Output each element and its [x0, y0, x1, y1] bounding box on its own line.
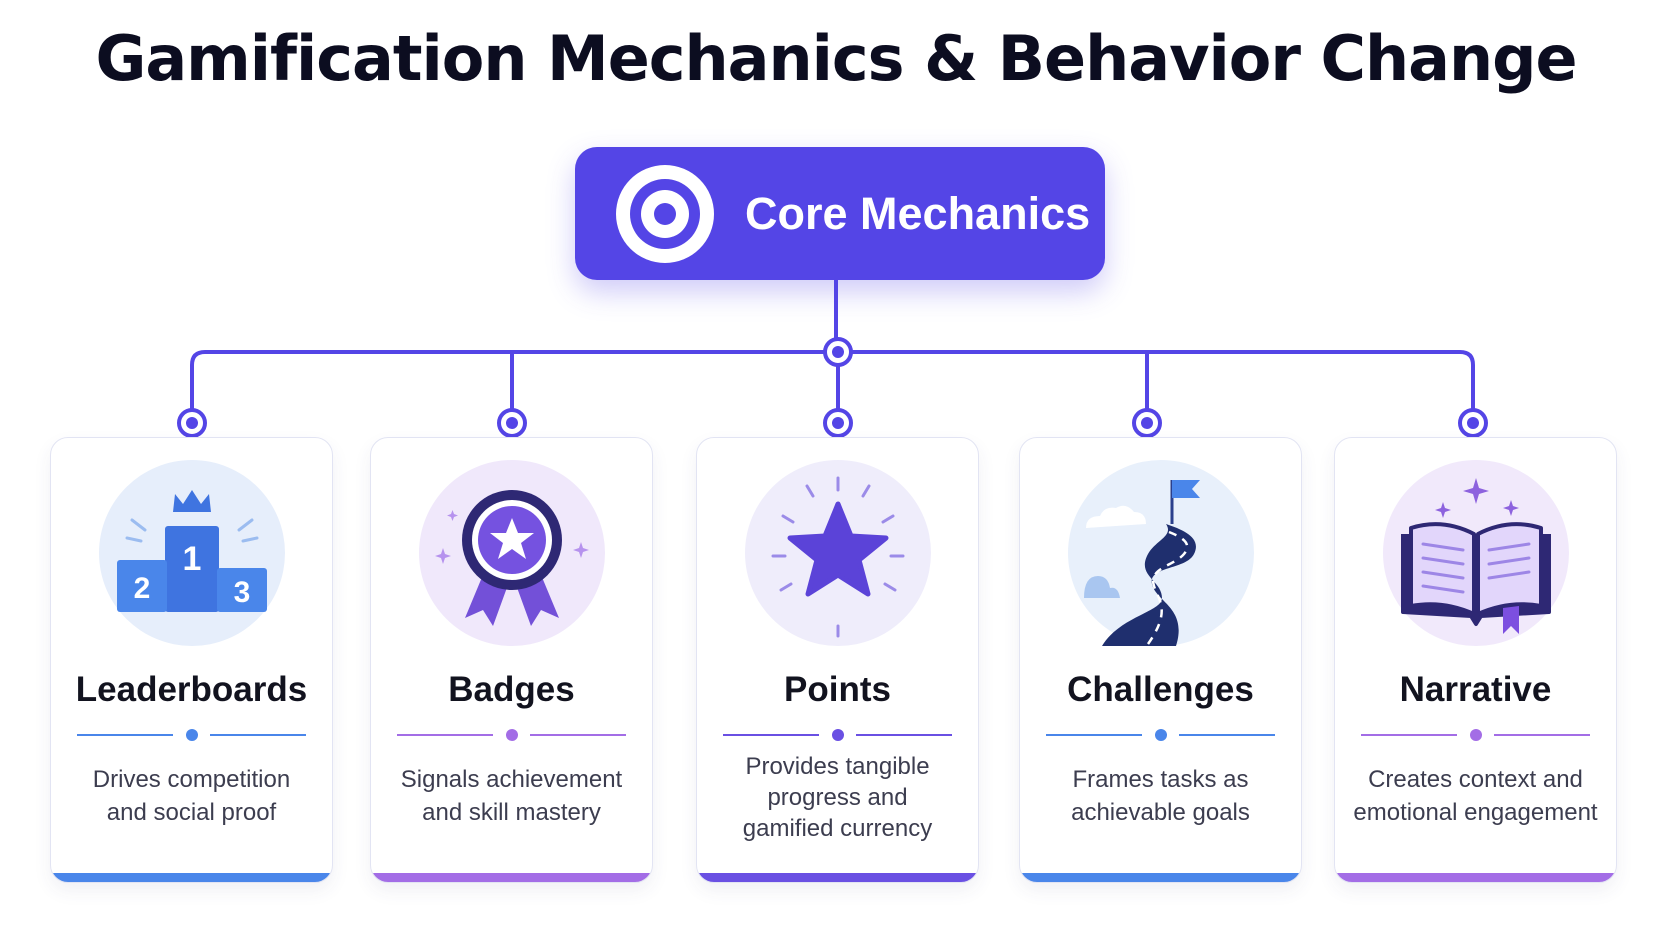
- connector-node-points: [823, 408, 853, 438]
- card-title: Challenges: [1067, 670, 1254, 709]
- card-title: Badges: [448, 670, 575, 709]
- card-challenges: Challenges Frames tasks as achievable go…: [1019, 437, 1302, 883]
- card-title: Points: [784, 670, 891, 709]
- card-separator: [77, 729, 306, 741]
- card-accent-bar: [1020, 873, 1301, 882]
- page-title: Gamification Mechanics & Behavior Change: [95, 22, 1577, 95]
- card-description: Provides tangible progress and gamified …: [742, 753, 933, 842]
- card-accent-bar: [697, 873, 978, 882]
- card-title: Leaderboards: [75, 670, 308, 709]
- podium-number-second: 2: [133, 572, 150, 605]
- card-separator: [1361, 729, 1590, 741]
- core-mechanics-box: Core Mechanics: [575, 147, 1105, 280]
- card-accent-bar: [51, 873, 332, 882]
- connector-node-badges: [497, 408, 527, 438]
- connector-node-leaderboards: [177, 408, 207, 438]
- winding-road-icon: [1066, 458, 1256, 648]
- card-narrative: Narrative Creates context and emotional …: [1334, 437, 1617, 883]
- card-title: Narrative: [1399, 670, 1552, 709]
- card-description: Frames tasks as achievable goals: [1071, 766, 1250, 826]
- card-separator: [1046, 729, 1275, 741]
- target-icon: [616, 164, 714, 263]
- connector-hub-node: [823, 337, 853, 367]
- card-description: Drives competition and social proof: [92, 766, 291, 826]
- card-accent-bar: [371, 873, 652, 882]
- connector-node-challenges: [1132, 408, 1162, 438]
- card-leaderboards: 1 2 3 Leaderboards Drives competition an…: [50, 437, 333, 883]
- podium-number-first: 1: [182, 540, 201, 578]
- card-points: Points Provides tangible progress and ga…: [696, 437, 979, 883]
- card-description: Creates context and emotional engagement: [1353, 766, 1598, 826]
- card-badges: Badges Signals achievement and skill mas…: [370, 437, 653, 883]
- badge-icon: [417, 458, 607, 648]
- connector-node-narrative: [1458, 408, 1488, 438]
- card-description: Signals achievement and skill mastery: [400, 766, 623, 826]
- connector-bus: [190, 350, 1475, 422]
- star-icon: [743, 458, 933, 648]
- podium-number-third: 3: [233, 576, 250, 609]
- open-book-icon: [1381, 458, 1571, 648]
- card-separator: [723, 729, 952, 741]
- card-accent-bar: [1335, 873, 1616, 882]
- card-separator: [397, 729, 626, 741]
- core-mechanics-label: Core Mechanics: [745, 187, 1091, 239]
- podium-icon: 1 2 3: [97, 458, 287, 648]
